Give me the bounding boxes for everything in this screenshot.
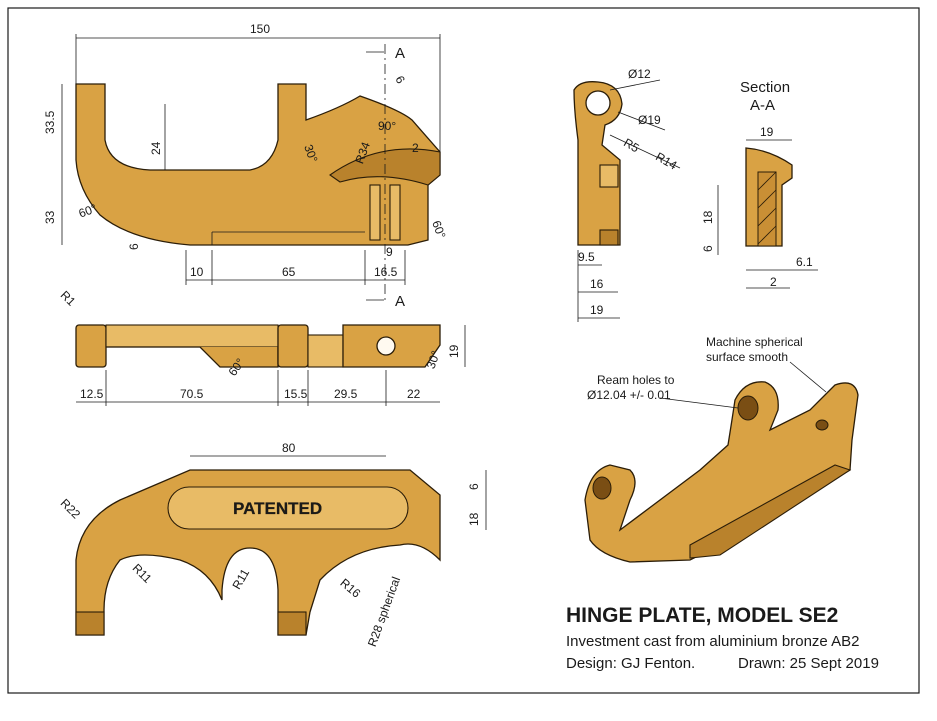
section-title-1: Section (740, 79, 790, 96)
dim-90deg: 90° (378, 119, 396, 133)
sheet-border (7, 7, 920, 694)
dim-sec-2: 2 (770, 275, 777, 289)
dim-sec-6-1: 6.1 (796, 255, 813, 269)
dim-19-side: 19 (590, 303, 604, 317)
front-view: R1 60° 30° 19 12.5 70.5 15.5 29.5 22 (58, 288, 466, 406)
iso-bore-2 (592, 476, 612, 500)
emboss-text: PATENTED (233, 499, 322, 518)
dim-60deg-right: 60° (429, 219, 448, 241)
note-ream-2: Ø12.04 +/- 0.01 (587, 388, 671, 402)
dim-plan-18: 18 (467, 512, 481, 526)
side-elevation-view: 150 33.5 33 24 6 90° 30° R34 2 60° 60° 6… (43, 22, 449, 310)
hatch-line (757, 207, 777, 227)
design-credit: Design: GJ Fenton. (566, 655, 695, 672)
dim-6-base: 6 (127, 243, 141, 250)
hatch-line (757, 189, 777, 209)
section-mark-bottom: A (395, 293, 405, 310)
dim-10: 10 (190, 265, 204, 279)
iso-body (584, 381, 859, 563)
note-machine-2: surface smooth (706, 350, 788, 364)
leader (617, 111, 666, 131)
rib-face (369, 184, 381, 241)
dim-12-5: 12.5 (80, 387, 104, 401)
dim-60deg-left: 60° (77, 201, 99, 220)
material-note: Investment cast from aluminium bronze AB… (566, 633, 859, 650)
drawing-title: HINGE PLATE, MODEL SE2 (566, 604, 838, 627)
front-lug-mid (277, 324, 309, 368)
dim-16: 16 (590, 277, 604, 291)
drawn-date: Drawn: 25 Sept 2019 (738, 655, 879, 672)
end-bore (585, 90, 611, 116)
dim-sec-6: 6 (701, 245, 715, 252)
end-step (599, 164, 619, 188)
iso-ledge (689, 464, 852, 559)
dim-29-5: 29.5 (334, 387, 358, 401)
dim-d19: Ø19 (638, 113, 661, 127)
hatch-line (757, 225, 777, 245)
dim-sec-18: 18 (701, 210, 715, 224)
dim-80: 80 (282, 441, 296, 455)
dim-d12: Ø12 (628, 67, 651, 81)
dim-33: 33 (43, 210, 57, 224)
rib-face-2 (389, 184, 401, 241)
isometric-view: Ream holes to Ø12.04 +/- 0.01 Machine sp… (584, 335, 859, 563)
dim-front-30: 30° (424, 349, 443, 371)
section-cut-face (757, 171, 777, 247)
note-machine-1: Machine spherical (706, 335, 803, 349)
leader (609, 79, 661, 91)
end-foot (599, 229, 619, 246)
section-mark-top: A (395, 45, 405, 62)
front-bolt-hole (376, 336, 396, 356)
emboss-panel (167, 486, 409, 530)
front-bridge (307, 334, 344, 368)
dim-24: 24 (149, 141, 163, 155)
dim-9-5: 9.5 (578, 250, 595, 264)
leader-ream (659, 397, 739, 409)
dim-22: 22 (407, 387, 421, 401)
elevation-body (75, 83, 441, 246)
front-web-top (105, 324, 279, 348)
plan-foot-right (277, 611, 307, 636)
dim-15-5: 15.5 (284, 387, 308, 401)
front-lug-left (75, 324, 107, 368)
note-ream-1: Ream holes to (597, 373, 675, 387)
dim-plan-6: 6 (467, 483, 481, 490)
hatch-line (757, 171, 777, 191)
section-title-2: A-A (750, 97, 775, 114)
plan-foot-left (75, 611, 105, 636)
dim-33-5: 33.5 (43, 110, 57, 134)
leader-machine (789, 361, 827, 393)
title-block: HINGE PLATE, MODEL SE2 Investment cast f… (566, 604, 879, 672)
dim-150: 150 (250, 22, 270, 36)
dim-30deg: 30° (301, 143, 320, 165)
dim-16-5: 16.5 (374, 265, 398, 279)
dim-65: 65 (282, 265, 296, 279)
dim-sec-19: 19 (760, 125, 774, 139)
end-view: Ø12 Ø19 R5 R14 9.5 16 19 (573, 67, 681, 322)
end-body (573, 81, 623, 246)
leader (609, 134, 681, 169)
section-aa-view: Section A-A 19 18 6 6.1 2 (701, 79, 818, 289)
dim-front-19: 19 (447, 344, 461, 358)
iso-bolt-hole (815, 419, 829, 431)
dim-70-5: 70.5 (180, 387, 204, 401)
dim-2: 2 (412, 141, 419, 155)
dim-9: 9 (386, 245, 393, 259)
iso-bore-1 (737, 395, 759, 421)
